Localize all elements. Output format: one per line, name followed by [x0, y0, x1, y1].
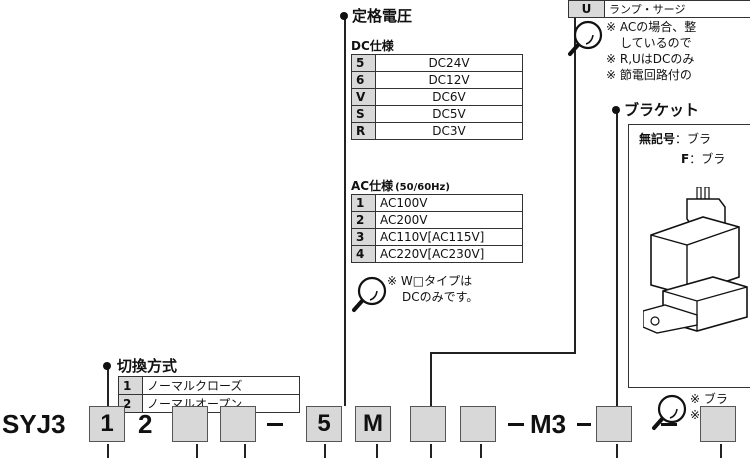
- ac-value: AC110V[AC115V]: [375, 228, 523, 246]
- lamp-code-box: [410, 406, 446, 442]
- voltage-code-box: 5: [306, 406, 342, 442]
- bracket-line1-label: 無記号: [639, 132, 676, 146]
- model-dash: [661, 423, 677, 426]
- magnifier-icon: [352, 276, 387, 312]
- bracket-line2: F：ブラ: [681, 152, 725, 166]
- magnifier-icon: [568, 20, 603, 56]
- model-dash: [577, 423, 591, 426]
- switching-connector-line: [107, 366, 109, 406]
- voltage-note-line1: ※ W□タイプは: [387, 274, 473, 288]
- bracket-line2-text: ：ブラ: [689, 152, 726, 166]
- option-box-4: [700, 406, 736, 442]
- ac-spec-title: AC仕様(50/60Hz): [351, 177, 450, 194]
- lamp-note-line4: ※ 節電回路付の: [606, 68, 692, 82]
- lamp-code: U: [568, 0, 605, 18]
- option-box-2: [220, 406, 256, 442]
- model-m3: M3: [530, 409, 567, 439]
- switching-title: 切換方式: [117, 357, 178, 375]
- tick-line: [720, 444, 722, 458]
- magnifier-icon: [652, 394, 687, 430]
- voltage-title: 定格電圧: [352, 7, 413, 25]
- bracket-line1-text: ：ブラ: [675, 132, 712, 146]
- ac-code: 4: [351, 245, 376, 263]
- switching-code-box: 1: [89, 406, 125, 442]
- dc-value: DC6V: [375, 88, 523, 106]
- tick-line: [376, 444, 378, 458]
- bracket-title: ブラケット: [624, 101, 700, 119]
- bracket-line2-label: F: [681, 152, 690, 166]
- dc-value: DC5V: [375, 105, 523, 123]
- bracket-frame: 無記号：ブラ F：ブラ: [628, 124, 750, 388]
- switching-value: ノーマルクローズ: [142, 376, 300, 395]
- model-dash: [267, 423, 283, 426]
- ac-code: 2: [351, 211, 376, 229]
- dc-value: DC24V: [375, 54, 523, 72]
- ac-value: AC200V: [375, 211, 523, 229]
- bracket-connector-line: [616, 110, 618, 406]
- option-box-1: [172, 406, 208, 442]
- lamp-connector-vertical-bottom: [430, 352, 432, 406]
- lamp-value: ランプ・サージ: [604, 0, 750, 18]
- ac-spec-label: AC仕様: [351, 179, 394, 193]
- tick-line: [107, 444, 109, 458]
- ac-value: AC220V[AC230V]: [375, 245, 523, 263]
- dc-value: DC12V: [375, 71, 523, 89]
- valve-illustration: [643, 187, 748, 334]
- lamp-note-line1: ※ ACの場合、整: [606, 20, 697, 34]
- ac-code: 3: [351, 228, 376, 246]
- bracket-bullet: [612, 106, 620, 114]
- tick-line: [324, 444, 326, 458]
- dc-code: S: [351, 105, 376, 123]
- switching-code: 1: [118, 376, 143, 395]
- bracket-code-box: [596, 406, 632, 442]
- dc-code: 5: [351, 54, 376, 72]
- tick-line: [616, 444, 618, 458]
- tick-line: [244, 444, 246, 458]
- dc-code: V: [351, 88, 376, 106]
- lamp-note-line3: ※ R,UはDCのみ: [606, 52, 695, 66]
- m-code-box: M: [355, 406, 391, 442]
- model-dash: [508, 423, 524, 426]
- lamp-note-line2: しているので: [620, 36, 692, 50]
- tick-line: [430, 444, 432, 458]
- bracket-note-line1: ※ ブラ: [690, 392, 728, 406]
- voltage-note-line2: DCのみです。: [402, 290, 479, 304]
- voltage-connector-line: [344, 16, 346, 406]
- dc-value: DC3V: [375, 122, 523, 140]
- voltage-bullet: [340, 12, 348, 20]
- dc-code: 6: [351, 71, 376, 89]
- dc-code: R: [351, 122, 376, 140]
- model-prefix: SYJ3: [2, 409, 66, 439]
- ac-frequency: (50/60Hz): [395, 182, 450, 193]
- model-fixed-2: 2: [138, 409, 153, 439]
- tick-line: [196, 444, 198, 458]
- bracket-line1: 無記号：ブラ: [639, 132, 711, 146]
- lamp-connector-horizontal: [430, 352, 576, 354]
- tick-line: [480, 444, 482, 458]
- ac-value: AC100V: [375, 194, 523, 212]
- ac-code: 1: [351, 194, 376, 212]
- option-box-3: [460, 406, 496, 442]
- dc-spec-title: DC仕様: [351, 39, 394, 53]
- lamp-connector-vertical-top: [574, 0, 576, 354]
- switching-bullet: [103, 362, 111, 370]
